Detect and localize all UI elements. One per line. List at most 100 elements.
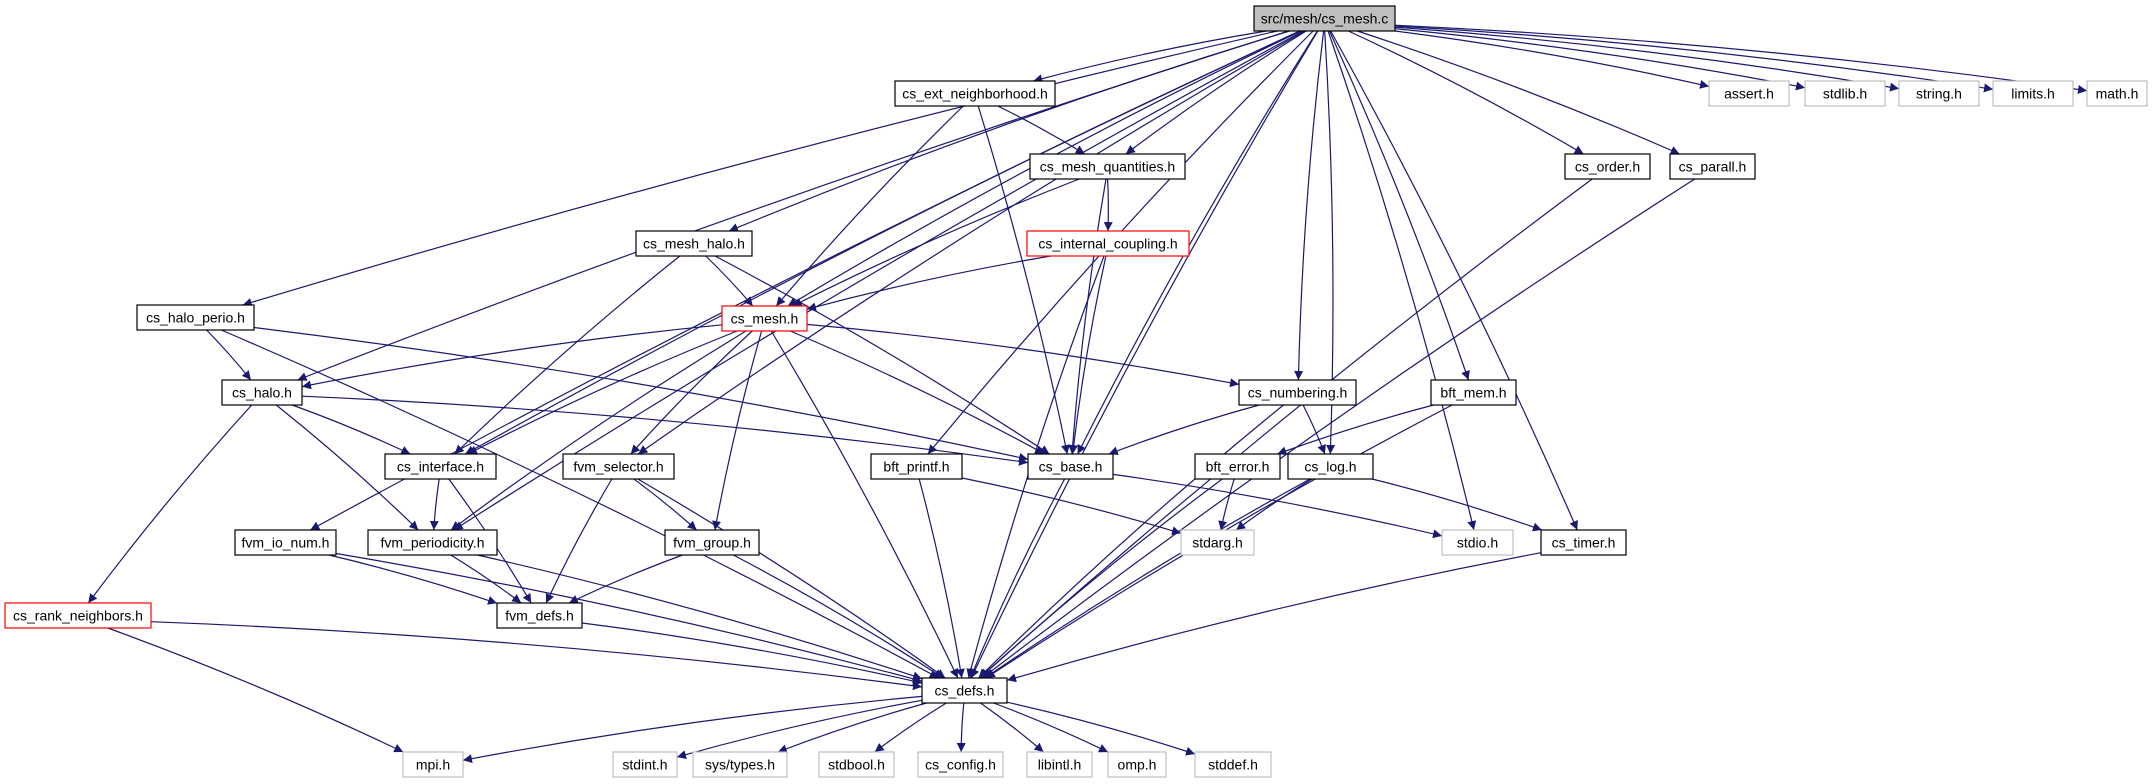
edge-halo-to-interface <box>291 404 411 455</box>
edge-bft_printf-to-stdarg <box>961 477 1182 535</box>
node-label: fvm_periodicity.h <box>380 535 484 551</box>
node-box <box>1027 453 1114 480</box>
edge-parall-to-defs <box>981 178 1696 679</box>
node-box <box>234 529 337 556</box>
node-label: assert.h <box>1724 86 1774 102</box>
node-label: math.h <box>2096 86 2139 102</box>
edge-root-to-halo_perio <box>242 30 1278 307</box>
node-box <box>1180 529 1255 556</box>
node-stdbool[interactable]: stdbool.h <box>818 751 895 778</box>
edge-base-to-defs <box>969 478 1066 679</box>
edge-mesh_quant-to-base <box>1068 178 1107 455</box>
node-halo[interactable]: cs_halo.h <box>221 379 303 406</box>
node-stdarg[interactable]: stdarg.h <box>1180 529 1255 556</box>
node-box <box>917 751 1004 778</box>
node-stdint[interactable]: stdint.h <box>612 751 678 778</box>
node-stddef[interactable]: stddef.h <box>1194 751 1272 778</box>
node-bft-mem[interactable]: bft_mem.h <box>1430 379 1517 406</box>
node-fvm-io-num[interactable]: fvm_io_num.h <box>234 529 337 556</box>
edge-rank_neigh-to-defs <box>150 621 923 691</box>
node-label: cs_parall.h <box>1679 159 1747 175</box>
node-box <box>367 529 498 556</box>
edge-mesh_halo-to-interface <box>454 255 681 455</box>
node-libintl[interactable]: libintl.h <box>1026 751 1093 778</box>
edge-bft_error-to-defs <box>979 478 1223 679</box>
edge-ext_neigh-to-mesh_quant <box>997 105 1086 155</box>
node-label: bft_printf.h <box>883 459 949 475</box>
node-label: cs_base.h <box>1039 459 1103 475</box>
edge-halo-to-fvm_perio <box>275 404 419 531</box>
node-fvm-perio[interactable]: fvm_periodicity.h <box>367 529 498 556</box>
node-box <box>384 453 497 480</box>
node-label: cs_rank_neighbors.h <box>13 608 143 624</box>
node-box <box>1194 453 1281 480</box>
node-int-coupling[interactable]: cs_internal_coupling.h <box>1026 230 1190 257</box>
node-label: cs_log.h <box>1304 459 1356 475</box>
node-box <box>1992 80 2074 107</box>
node-timer[interactable]: cs_timer.h <box>1540 529 1627 556</box>
edge-base-to-stdio <box>1112 473 1443 539</box>
node-log[interactable]: cs_log.h <box>1287 453 1374 480</box>
node-label: stdint.h <box>622 757 667 773</box>
node-defs[interactable]: cs_defs.h <box>921 677 1008 704</box>
node-label: cs_halo_perio.h <box>146 310 245 326</box>
node-mesh[interactable]: cs_mesh.h <box>721 305 808 332</box>
node-rank-neigh[interactable]: cs_rank_neighbors.h <box>4 602 152 629</box>
node-label: cs_interface.h <box>397 459 484 475</box>
edge-order-to-defs <box>979 178 1593 679</box>
edge-mesh-to-numbering <box>806 323 1240 388</box>
node-numbering[interactable]: cs_numbering.h <box>1238 379 1357 406</box>
node-bft-error[interactable]: bft_error.h <box>1194 453 1281 480</box>
edge-mesh-to-interface <box>467 330 738 455</box>
node-parall[interactable]: cs_parall.h <box>1669 153 1756 180</box>
node-omp[interactable]: omp.h <box>1107 751 1167 778</box>
node-fvm-selector[interactable]: fvm_selector.h <box>562 453 675 480</box>
node-label: fvm_io_num.h <box>242 535 330 551</box>
node-fvm-group[interactable]: fvm_group.h <box>664 529 760 556</box>
edge-bft_printf-to-defs <box>918 478 965 679</box>
node-fvm-defs[interactable]: fvm_defs.h <box>496 602 583 629</box>
node-mesh-halo[interactable]: cs_mesh_halo.h <box>635 230 753 257</box>
node-interface[interactable]: cs_interface.h <box>384 453 497 480</box>
node-box <box>664 529 760 556</box>
node-label: bft_error.h <box>1206 459 1270 475</box>
node-limits[interactable]: limits.h <box>1992 80 2074 107</box>
edge-root-to-parall <box>1357 30 1680 155</box>
node-root[interactable]: src/mesh/cs_mesh.c <box>1253 5 1396 32</box>
node-box <box>221 379 303 406</box>
edge-root-to-math <box>1394 24 2088 94</box>
edge-halo-to-rank_neigh <box>87 404 253 604</box>
node-box <box>1194 751 1272 778</box>
node-ext-neigh[interactable]: cs_ext_neighborhood.h <box>894 80 1056 107</box>
edge-log-to-defs <box>984 478 1311 679</box>
node-math[interactable]: math.h <box>2086 80 2148 107</box>
node-order[interactable]: cs_order.h <box>1564 153 1651 180</box>
node-assert[interactable]: assert.h <box>1708 80 1790 107</box>
node-box <box>1430 379 1517 406</box>
edge-mesh_quant-to-int_coupling <box>1103 178 1113 232</box>
edge-root-to-stdio <box>1327 30 1477 531</box>
node-halo-perio[interactable]: cs_halo_perio.h <box>136 304 255 331</box>
node-systypes[interactable]: sys/types.h <box>692 751 788 778</box>
node-label: fvm_defs.h <box>505 608 573 624</box>
node-label: limits.h <box>2011 86 2055 102</box>
node-box <box>1287 453 1374 480</box>
edge-fvm_perio-to-defs <box>477 554 923 681</box>
node-config[interactable]: cs_config.h <box>917 751 1004 778</box>
node-stdlib[interactable]: stdlib.h <box>1804 80 1886 107</box>
node-label: omp.h <box>1118 757 1157 773</box>
node-mesh-quant[interactable]: cs_mesh_quantities.h <box>1029 153 1186 180</box>
node-label: cs_internal_coupling.h <box>1038 236 1177 252</box>
node-label: stdarg.h <box>1192 535 1243 551</box>
node-bft-printf[interactable]: bft_printf.h <box>870 453 963 480</box>
edge-defs-to-omp <box>993 702 1109 753</box>
node-base[interactable]: cs_base.h <box>1027 453 1114 480</box>
node-label: cs_mesh.h <box>731 311 799 327</box>
node-label: fvm_group.h <box>673 535 751 551</box>
node-box <box>1804 80 1886 107</box>
node-mpi[interactable]: mpi.h <box>402 751 464 778</box>
edge-int_coupling-to-base <box>1069 255 1107 455</box>
node-stdio[interactable]: stdio.h <box>1441 529 1514 556</box>
edge-bft_mem-to-bft_error <box>1277 404 1434 456</box>
node-string[interactable]: string.h <box>1898 80 1980 107</box>
